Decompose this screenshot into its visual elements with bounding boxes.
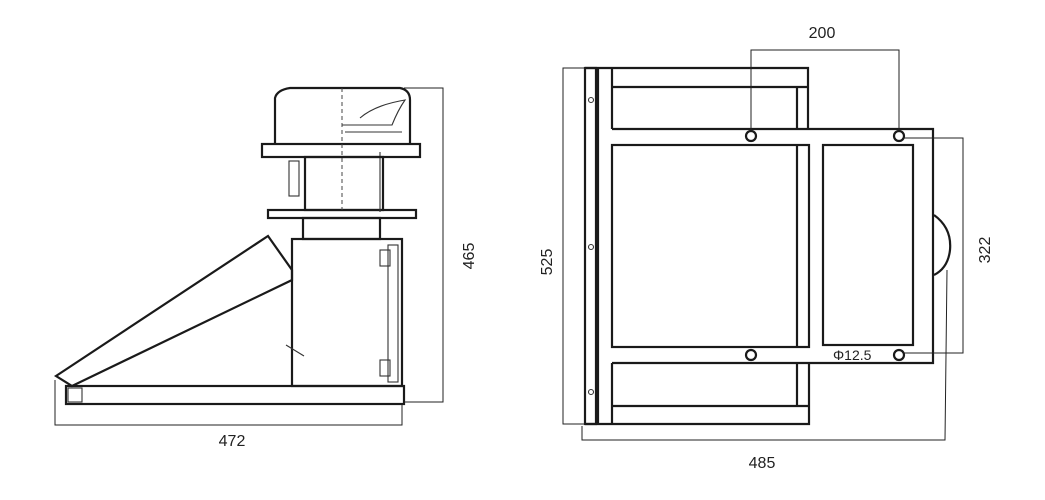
hopper-box xyxy=(290,237,404,388)
motor-neck xyxy=(301,216,382,241)
motor-flange xyxy=(266,208,418,220)
left-panel xyxy=(610,143,811,349)
hole-spacing-dim: 200 xyxy=(809,25,836,42)
chute xyxy=(53,234,294,388)
top-height-dim: 525 xyxy=(539,249,556,276)
side-height-dim: 465 xyxy=(461,243,478,270)
hole-diameter-label: Φ12.5 xyxy=(833,347,872,363)
motor-cap-flange xyxy=(260,142,422,159)
handle-bulge xyxy=(933,214,952,276)
hole-vertical-dim: 322 xyxy=(977,237,994,264)
mounting-holes xyxy=(744,129,906,362)
top-width-dim: 485 xyxy=(749,455,776,472)
motor-dome xyxy=(273,86,412,144)
side-width-dim: 472 xyxy=(219,433,246,450)
top-view: Φ12.5 200 322 525 485 xyxy=(539,25,994,472)
right-panel xyxy=(821,143,915,347)
side-view: 465 472 xyxy=(53,86,478,450)
frame-side-rail xyxy=(583,66,598,426)
motor-body xyxy=(303,155,385,212)
base-plate xyxy=(64,384,406,406)
